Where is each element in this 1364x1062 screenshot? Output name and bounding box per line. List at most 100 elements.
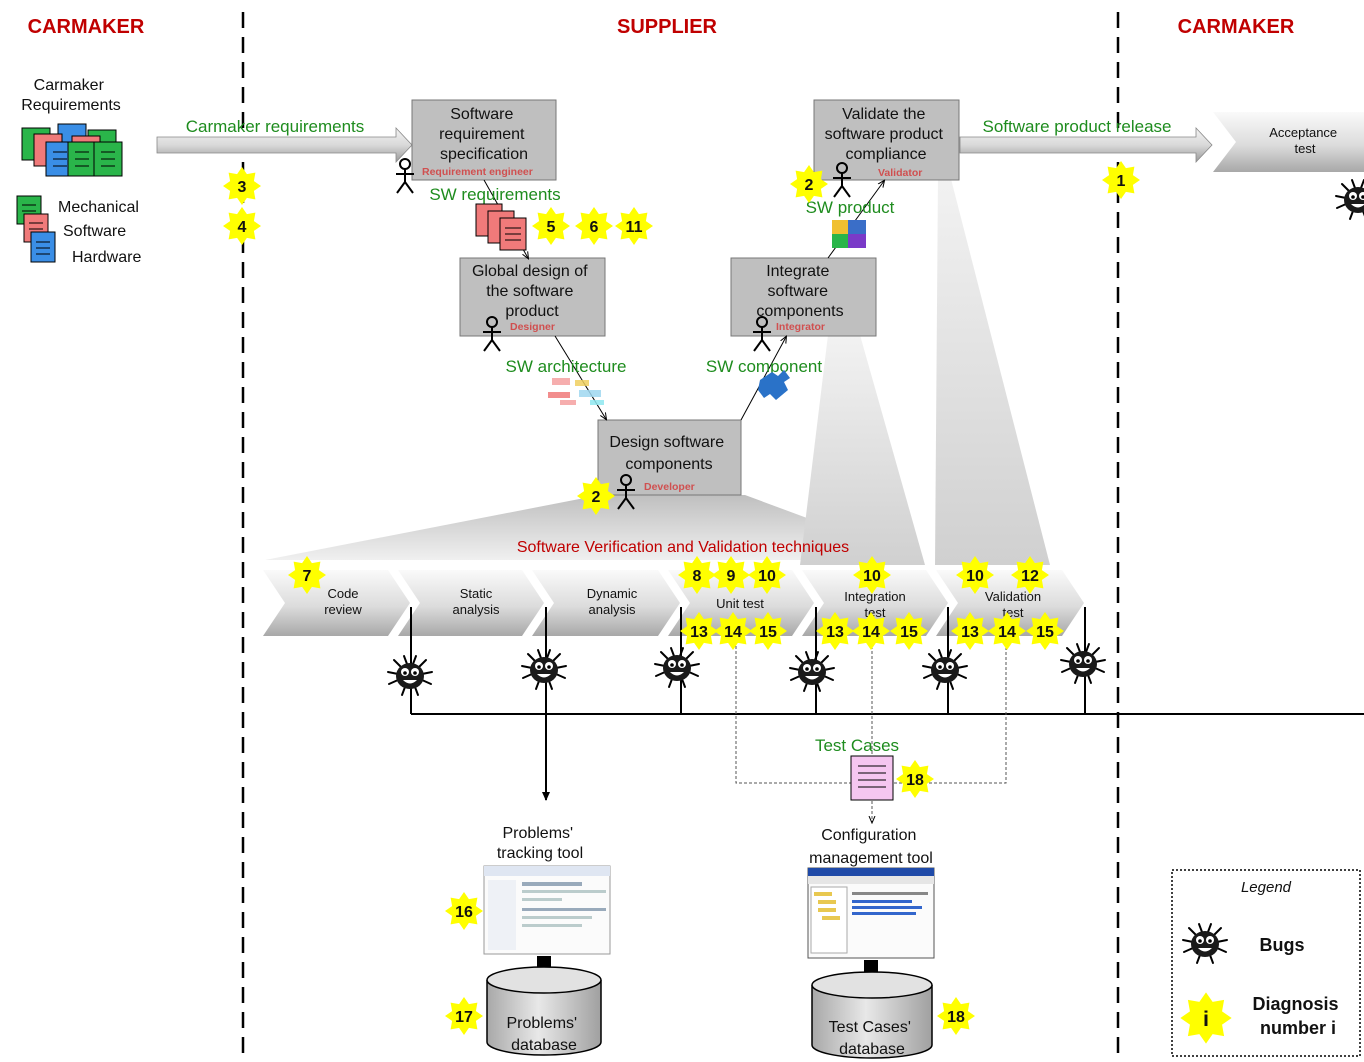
svg-text:1: 1 [1117,173,1126,190]
svg-text:3: 3 [238,179,247,196]
design-components-box-label: Design software components [609,434,728,473]
diagnosis-badge-10-integration: 10 [853,556,891,594]
category-hardware: Hardware [72,249,141,266]
svg-text:15: 15 [759,624,777,641]
diagnosis-badge-17: 17 [445,997,483,1035]
diagnosis-badge-7: 7 [288,556,326,594]
role-validator: Validator [878,167,922,179]
category-software: Software [63,223,126,240]
acceptance-test-label: Acceptance test [1269,125,1341,156]
svg-text:16: 16 [455,904,473,921]
bug-icon [654,647,700,688]
svg-text:13: 13 [826,624,844,641]
category-mechanical: Mechanical [58,199,139,216]
sw-architecture-diagram-icon [548,378,604,405]
role-developer: Developer [644,481,695,493]
carmaker-requirements-flow-label: Carmaker requirements [186,117,365,136]
diagnosis-badge-10-validation: 10 [956,556,994,594]
diagnosis-badge-18-test-cases: 18 [896,760,934,798]
role-designer: Designer [510,321,555,333]
puzzle-icon [758,370,790,400]
svg-text:14: 14 [862,624,880,641]
bug-icon [1060,643,1106,684]
diagnosis-badge-15-validation: 15 [1026,612,1064,650]
acceptance-test-step [1213,112,1364,172]
bug-icon [922,649,968,690]
svg-text:13: 13 [690,624,708,641]
diagnosis-badge-14-validation: 14 [988,612,1026,650]
screenshot-icon [807,867,935,959]
svg-text:14: 14 [998,624,1016,641]
test-cases-database-label: Test Cases' database [829,1019,916,1058]
diagnosis-badge-8: 8 [678,556,716,594]
svg-text:10: 10 [966,568,984,585]
diagnosis-badge-14-unit: 14 [714,612,752,650]
role-integrator: Integrator [776,321,825,333]
svg-text:7: 7 [303,568,312,585]
legend-diagnosis-label: Diagnosis number i [1252,994,1343,1038]
svg-text:18: 18 [947,1009,965,1026]
puzzle-icon [832,220,866,248]
diagnosis-badge-4: 4 [223,207,261,245]
software-release-arrow [959,126,1213,164]
svg-text:14: 14 [724,624,742,641]
diagnosis-badge-10-unit: 10 [748,556,786,594]
global-design-box [459,257,606,337]
svg-text:12: 12 [1021,568,1039,585]
carmaker-requirements-arrow [156,126,413,164]
svg-text:13: 13 [961,624,979,641]
svg-text:2: 2 [592,489,601,506]
diagnosis-badge-12: 12 [1011,556,1049,594]
requirements-document-stack [21,123,123,177]
svg-text:18: 18 [906,772,924,789]
vv-title: Software Verification and Validation tec… [517,539,849,556]
legend: Legend Bugs i Diagnosis number i [1171,869,1361,1057]
diagnosis-badge-6: 6 [575,207,613,245]
srs-box-label: Software requirement specification [439,106,529,163]
diagnosis-badge-1: 1 [1102,161,1140,199]
test-cases-database-icon [811,971,933,1059]
diagnosis-badge-11: 11 [615,207,653,245]
diagnosis-badge-3: 3 [223,167,261,205]
diagnosis-badge-2-developer: 2 [577,477,615,515]
svg-text:10: 10 [863,568,881,585]
software-release-flow-label: Software product release [983,117,1172,136]
sw-product-flow-label: SW product [806,198,895,217]
svg-text:11: 11 [626,219,643,236]
bug-icon [1335,179,1364,220]
role-requirement-engineer: Requirement engineer [422,166,533,178]
person-icon [395,158,415,194]
sw-requirements-document-icon [475,203,527,251]
sw-requirements-flow-label: SW requirements [429,185,560,204]
svg-text:4: 4 [238,219,247,236]
legend-title: Legend [1241,879,1292,896]
diagnosis-badge-16: 16 [445,892,483,930]
integrate-box-label: Integrate software components [756,263,843,320]
diagnosis-badge-13-unit: 13 [680,612,718,650]
problems-database-icon [486,966,602,1056]
region-title-right: CARMAKER [1178,16,1295,38]
bug-icon [789,651,835,692]
svg-text:9: 9 [727,568,736,585]
svg-text:15: 15 [900,624,918,641]
problems-tracking-tool-label: Problems' tracking tool [497,825,583,862]
diagnosis-badge-18-database: 18 [937,997,975,1035]
sw-component-flow-label: SW component [706,357,822,376]
fan-validate [935,175,1050,565]
svg-text:5: 5 [547,219,556,236]
svg-text:10: 10 [758,568,776,585]
region-title-center: SUPPLIER [617,16,718,38]
svg-text:8: 8 [693,568,702,585]
region-title-left: CARMAKER [28,16,145,38]
diagnosis-badge-15-integration: 15 [890,612,928,650]
svg-text:15: 15 [1036,624,1054,641]
config-management-tool-label: Configuration management tool [809,827,933,867]
diagnosis-badge-9: 9 [712,556,750,594]
category-documents [16,195,56,263]
validate-box-label: Validate the software product compliance [825,106,948,163]
